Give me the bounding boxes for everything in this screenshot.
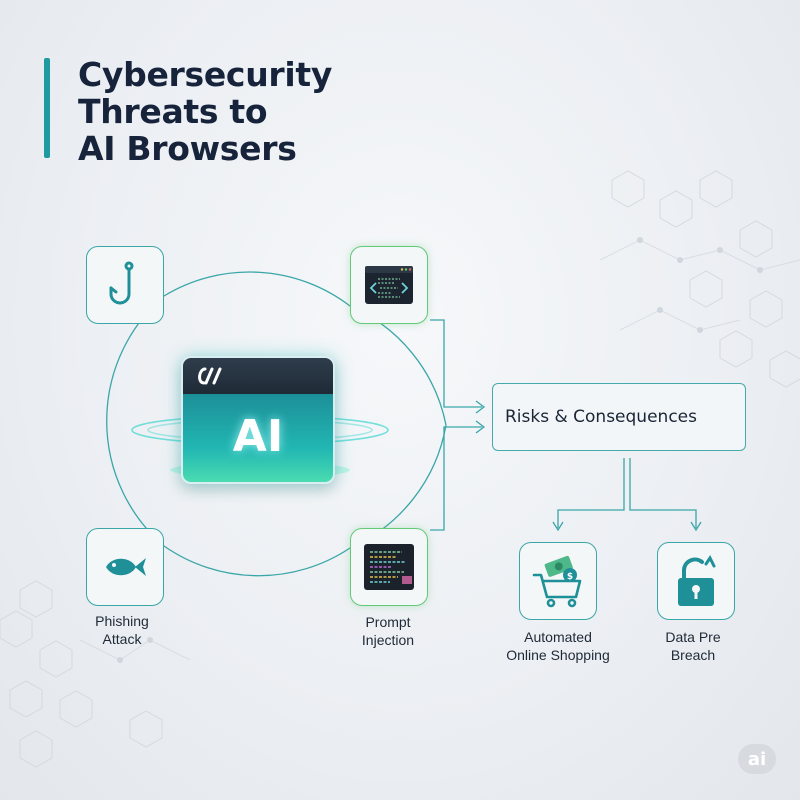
label-automated-shopping: Automated Online Shopping [493,628,623,664]
risks-consequences-box[interactable]: Risks & Consequences [492,383,746,451]
page-title-line-2: Threats to [78,92,268,131]
label-automated-shopping-line-1: Automated [524,629,592,645]
connector-risk-to-breach [629,458,697,528]
connector-prompt-to-risk [430,426,482,531]
label-data-breach: Data Pre Breach [643,628,743,664]
slash-logo-icon [198,367,222,385]
broken-lock-icon [678,555,716,606]
ai-browser-titlebar [183,358,333,394]
label-data-breach-line-1: Data Pre [665,629,721,645]
risks-consequences-label: Risks & Consequences [505,407,697,427]
label-automated-shopping-line-2: Online Shopping [506,647,610,663]
label-prompt-injection-line-1: Prompt [365,614,411,630]
page-title-line-3: AI Browsers [78,129,297,168]
ai-browser-body: AI [183,394,333,482]
label-data-breach-line-2: Breach [670,647,716,663]
connector-risk-to-shopping [557,458,625,528]
label-phishing-attack-line-1: Phishing [95,613,149,629]
terminal-code-icon [364,544,414,590]
svg-text:$: $ [567,572,573,582]
consequence-breach-box[interactable] [657,542,735,620]
orbit-circle [163,271,351,307]
fish-hook-icon [109,261,134,305]
label-phishing-attack-line-2: Attack [102,631,142,647]
code-window-icon [365,266,413,304]
shopping-cart-money-icon: $ [532,555,582,608]
threat-code-window-box[interactable] [350,246,428,324]
ai-label: AI [232,410,284,462]
fish-icon [106,558,146,576]
title-accent-bar [44,58,50,158]
page-title-line-1: Cybersecurity [78,55,333,94]
connector-code-to-risk [430,319,482,408]
ai-browser-card[interactable]: AI [181,356,335,484]
threat-prompt-injection-box[interactable] [350,528,428,606]
label-prompt-injection-line-2: Injection [361,632,415,648]
ai-watermark-badge: ai [738,744,776,774]
label-prompt-injection: Prompt Injection [338,613,438,649]
threat-phishing-hook-box[interactable] [86,246,164,324]
page-title: Cybersecurity Threats to AI Browsers [78,56,438,167]
threat-phishing-attack-box[interactable] [86,528,164,606]
consequence-shopping-box[interactable]: $ [519,542,597,620]
label-phishing-attack: Phishing Attack [72,612,172,648]
